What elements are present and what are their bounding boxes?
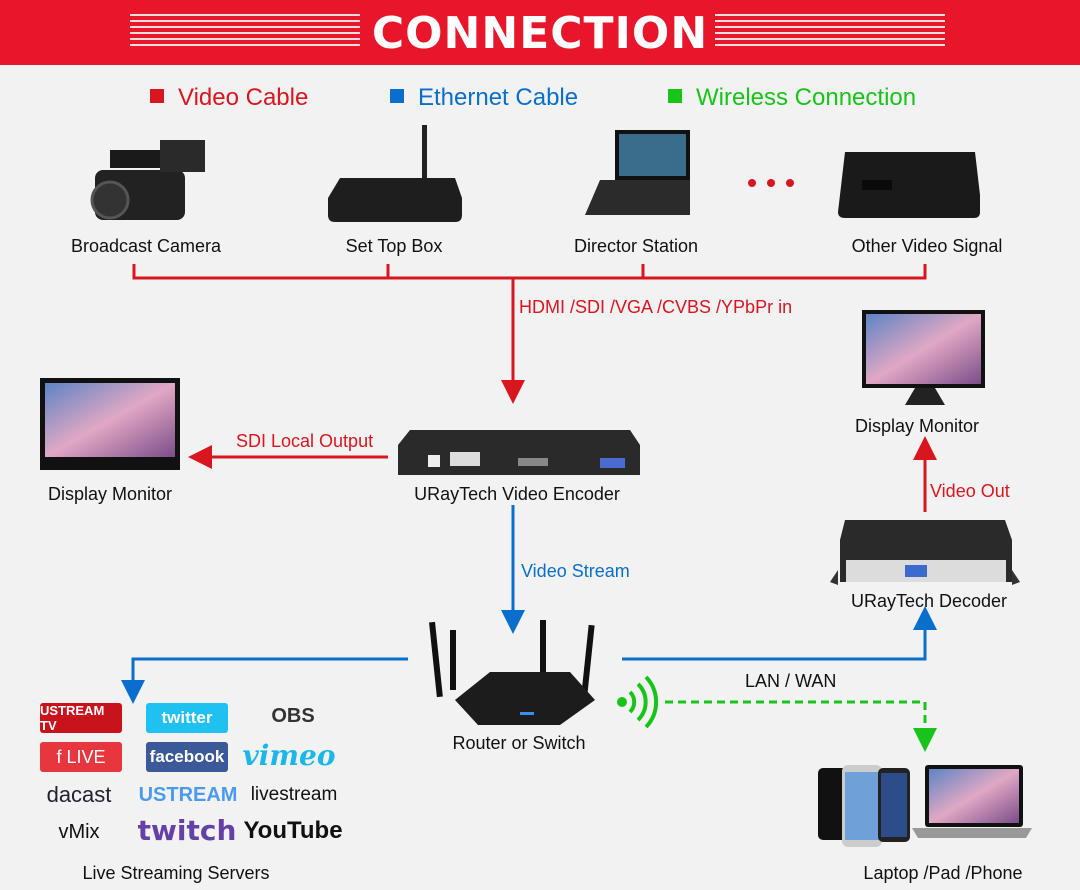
label-streaming-servers: Live Streaming Servers xyxy=(82,863,270,883)
legend-wireless: Wireless Connection xyxy=(668,84,916,112)
logo-ustream-tv: USTREAM TV xyxy=(40,703,122,733)
logo-twitch: twitch xyxy=(137,813,237,847)
logo-facebook: facebook xyxy=(146,742,228,772)
label-decoder: URayTech Decoder xyxy=(850,591,1008,611)
legend-label: Video Cable xyxy=(178,84,309,111)
logo-livestream: livestream xyxy=(250,784,338,805)
label-router: Router or Switch xyxy=(452,733,586,753)
legend-swatch xyxy=(390,89,404,103)
video-cable-lines xyxy=(132,264,937,512)
wifi-icon xyxy=(617,675,659,729)
ethernet-cable-lines xyxy=(121,505,937,704)
set-top-box-icon xyxy=(328,125,462,222)
broadcast-camera-icon xyxy=(90,140,205,220)
wireless-line xyxy=(665,700,937,752)
label-video-stream: Video Stream xyxy=(521,561,630,581)
legend-label: Wireless Connection xyxy=(696,84,917,111)
decorative-stripes xyxy=(130,14,360,50)
video-decoder-icon xyxy=(830,520,1020,585)
label-lan-wan: LAN / WAN xyxy=(745,671,837,691)
label-sdi-output: SDI Local Output xyxy=(236,431,374,451)
label-clients: Laptop /Pad /Phone xyxy=(863,863,1023,883)
label-encoder: URayTech Video Encoder xyxy=(414,484,620,504)
decorative-stripes xyxy=(715,14,945,50)
page-title: CONNECTION xyxy=(371,8,709,59)
display-monitor-left-icon xyxy=(40,378,180,470)
legend-ethernet-cable: Ethernet Cable xyxy=(390,84,578,112)
legend-label: Ethernet Cable xyxy=(418,84,579,111)
video-encoder-icon xyxy=(398,430,640,475)
label-video-out: Video Out xyxy=(930,481,1010,501)
director-station-icon xyxy=(585,130,690,215)
logo-twitter: twitter xyxy=(146,703,228,733)
video-player-icon xyxy=(838,152,980,218)
logo-vmix: vMix xyxy=(58,820,100,843)
label-monitor-left: Display Monitor xyxy=(47,484,173,504)
display-monitor-right-icon xyxy=(862,310,985,405)
legend-swatch xyxy=(668,89,682,103)
logo-youtube: YouTube xyxy=(243,817,343,844)
label-broadcast-camera: Broadcast Camera xyxy=(70,236,222,256)
ellipsis-dots-icon xyxy=(748,179,794,187)
logo-facebook-live: f LIVE xyxy=(40,742,122,772)
label-monitor-right: Display Monitor xyxy=(854,416,980,436)
label-set-top-box: Set Top Box xyxy=(345,236,443,256)
laptop-phone-icon xyxy=(818,765,1032,847)
logo-ustream: USTREAM xyxy=(138,783,238,806)
legend-video-cable: Video Cable xyxy=(150,84,308,112)
logo-vimeo: vimeo xyxy=(242,738,336,772)
logo-dacast: dacast xyxy=(46,782,112,807)
label-input-types: HDMI /SDI /VGA /CVBS /YPbPr in xyxy=(519,297,793,317)
legend-swatch xyxy=(150,89,164,103)
label-director-station: Director Station xyxy=(573,236,699,256)
label-other-video-signal: Other Video Signal xyxy=(851,236,1003,256)
router-icon xyxy=(429,620,595,725)
logo-obs: OBS xyxy=(271,704,315,727)
